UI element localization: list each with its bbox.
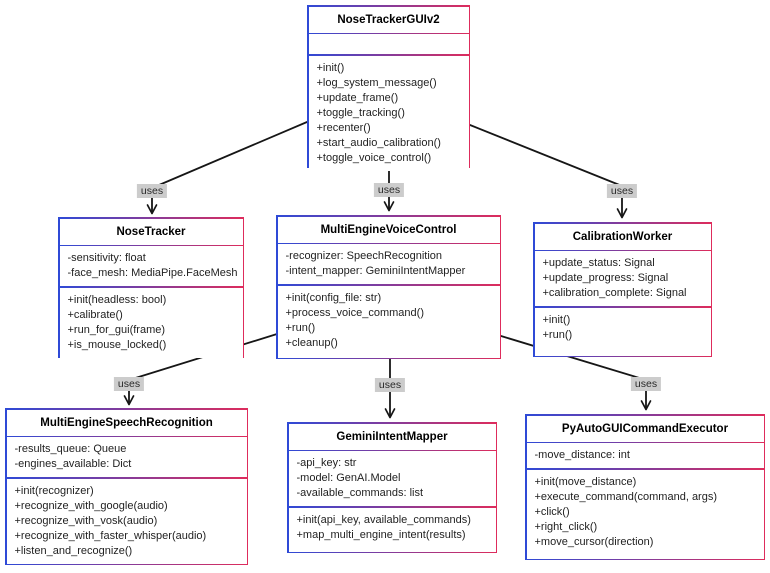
class-member: +recognize_with_faster_whisper(audio) xyxy=(14,529,207,542)
class-member: +init(move_distance) xyxy=(534,475,637,488)
attributes-compartment: +update_status: Signal +update_progress: … xyxy=(534,251,711,306)
class-member: +recognize_with_google(audio) xyxy=(14,499,168,512)
class-member: +log_system_message() xyxy=(316,76,437,89)
class-member: +init() xyxy=(542,313,571,326)
methods-compartment: +init(recognizer) +recognize_with_google(… xyxy=(6,478,247,564)
class-member: +recenter() xyxy=(316,121,371,134)
class-member: +update_frame() xyxy=(316,91,399,104)
class-member: +update_status: Signal xyxy=(542,257,655,269)
class-box-multienginespeechrecognition: MultiEngineSpeechRecognition -results_qu… xyxy=(5,408,248,565)
methods-compartment: +init(config_file: str) +process_voice_co… xyxy=(277,285,500,358)
class-member: +cleanup() xyxy=(285,336,338,349)
class-name: CalibrationWorker xyxy=(534,223,711,250)
class-member: +init(headless: bool) xyxy=(67,293,167,306)
methods-compartment: +init() +run() xyxy=(534,307,711,356)
class-member: -move_distance: int xyxy=(534,449,630,461)
class-member: +init(config_file: str) xyxy=(285,291,382,304)
class-member: -recognizer: SpeechRecognition xyxy=(285,250,443,262)
class-member: -api_key: str xyxy=(296,457,357,469)
methods-compartment: +init(api_key, available_commands) +map_m… xyxy=(288,507,496,552)
class-member: +is_mouse_locked() xyxy=(67,338,167,351)
class-box-nosetrackerguiv2: NoseTrackerGUIv2 +init() +log_system_mess… xyxy=(307,5,470,171)
class-member: +listen_and_recognize() xyxy=(14,544,133,557)
edge-label-uses: uses xyxy=(373,183,405,197)
class-member: +right_click() xyxy=(534,520,598,533)
class-member: -intent_mapper: GeminiIntentMapper xyxy=(285,265,466,277)
class-member: +run() xyxy=(285,321,316,334)
attributes-compartment: -sensitivity: float -face_mesh: MediaPipe… xyxy=(59,246,243,286)
edge-label-uses: uses xyxy=(374,378,406,392)
methods-compartment: +init(move_distance) +execute_command(com… xyxy=(526,469,764,559)
class-member: +toggle_voice_control() xyxy=(316,151,432,164)
attributes-compartment: -api_key: str -model: GenAI.Model -availab… xyxy=(288,451,496,506)
class-member: -sensitivity: float xyxy=(67,252,146,264)
class-name: MultiEngineVoiceControl xyxy=(277,216,500,243)
class-member: +process_voice_command() xyxy=(285,306,424,319)
edge-gui-to-calibrationworker xyxy=(469,124,628,219)
edge-label-uses: uses xyxy=(606,184,638,198)
methods-compartment: +init() +log_system_message() +update_fram… xyxy=(308,55,469,171)
edge-gui-to-nosetracker xyxy=(146,121,308,215)
methods-compartment: +init(headless: bool) +calibrate() +run_fo… xyxy=(59,287,243,358)
class-member: +recognize_with_vosk(audio) xyxy=(14,514,158,527)
class-member: +init() xyxy=(316,61,345,74)
class-name: PyAutoGUICommandExecutor xyxy=(526,415,764,442)
class-member: -engines_available: Dict xyxy=(14,458,132,470)
class-box-geminiintentmapper: GeminiIntentMapper -api_key: str -model: … xyxy=(287,422,497,553)
class-box-multienginevoicecontrol: MultiEngineVoiceControl -recognizer: Spe… xyxy=(276,215,501,359)
edge-label-uses: uses xyxy=(113,377,145,391)
class-member: +start_audio_calibration() xyxy=(316,136,441,149)
class-name: GeminiIntentMapper xyxy=(288,423,496,450)
class-member: +calibrate() xyxy=(67,308,123,321)
class-member: +run() xyxy=(542,328,573,341)
class-box-pyautoguicommandexecutor: PyAutoGUICommandExecutor -move_distance:… xyxy=(525,414,765,560)
class-member: +update_progress: Signal xyxy=(542,272,669,284)
class-member: +click() xyxy=(534,505,570,518)
class-name: NoseTracker xyxy=(59,218,243,245)
class-member: -model: GenAI.Model xyxy=(296,472,401,484)
class-member: +move_cursor(direction) xyxy=(534,535,654,548)
class-name: NoseTrackerGUIv2 xyxy=(308,6,469,33)
attributes-compartment: -move_distance: int xyxy=(526,443,764,468)
class-member: -face_mesh: MediaPipe.FaceMesh xyxy=(67,267,238,279)
class-member: +init(api_key, available_commands) xyxy=(296,513,471,526)
class-member: +calibration_complete: Signal xyxy=(542,287,687,299)
class-box-nosetracker: NoseTracker -sensitivity: float -face_mes… xyxy=(58,217,244,358)
class-member: +toggle_tracking() xyxy=(316,106,405,119)
edge-label-uses: uses xyxy=(630,377,662,391)
edge-label-uses: uses xyxy=(136,184,168,198)
attributes-compartment: -recognizer: SpeechRecognition -intent_ma… xyxy=(277,244,500,284)
class-box-calibrationworker: CalibrationWorker +update_status: Signal… xyxy=(533,222,712,357)
class-member: +run_for_gui(frame) xyxy=(67,323,166,336)
attributes-compartment: -results_queue: Queue -engines_available:… xyxy=(6,437,247,477)
class-member: +map_multi_engine_intent(results) xyxy=(296,528,466,541)
class-member: +init(recognizer) xyxy=(14,484,94,497)
class-member: -available_commands: list xyxy=(296,487,424,499)
class-name: MultiEngineSpeechRecognition xyxy=(6,409,247,436)
class-member: -results_queue: Queue xyxy=(14,443,127,455)
class-member: +execute_command(command, args) xyxy=(534,490,718,503)
attributes-compartment xyxy=(308,34,469,54)
